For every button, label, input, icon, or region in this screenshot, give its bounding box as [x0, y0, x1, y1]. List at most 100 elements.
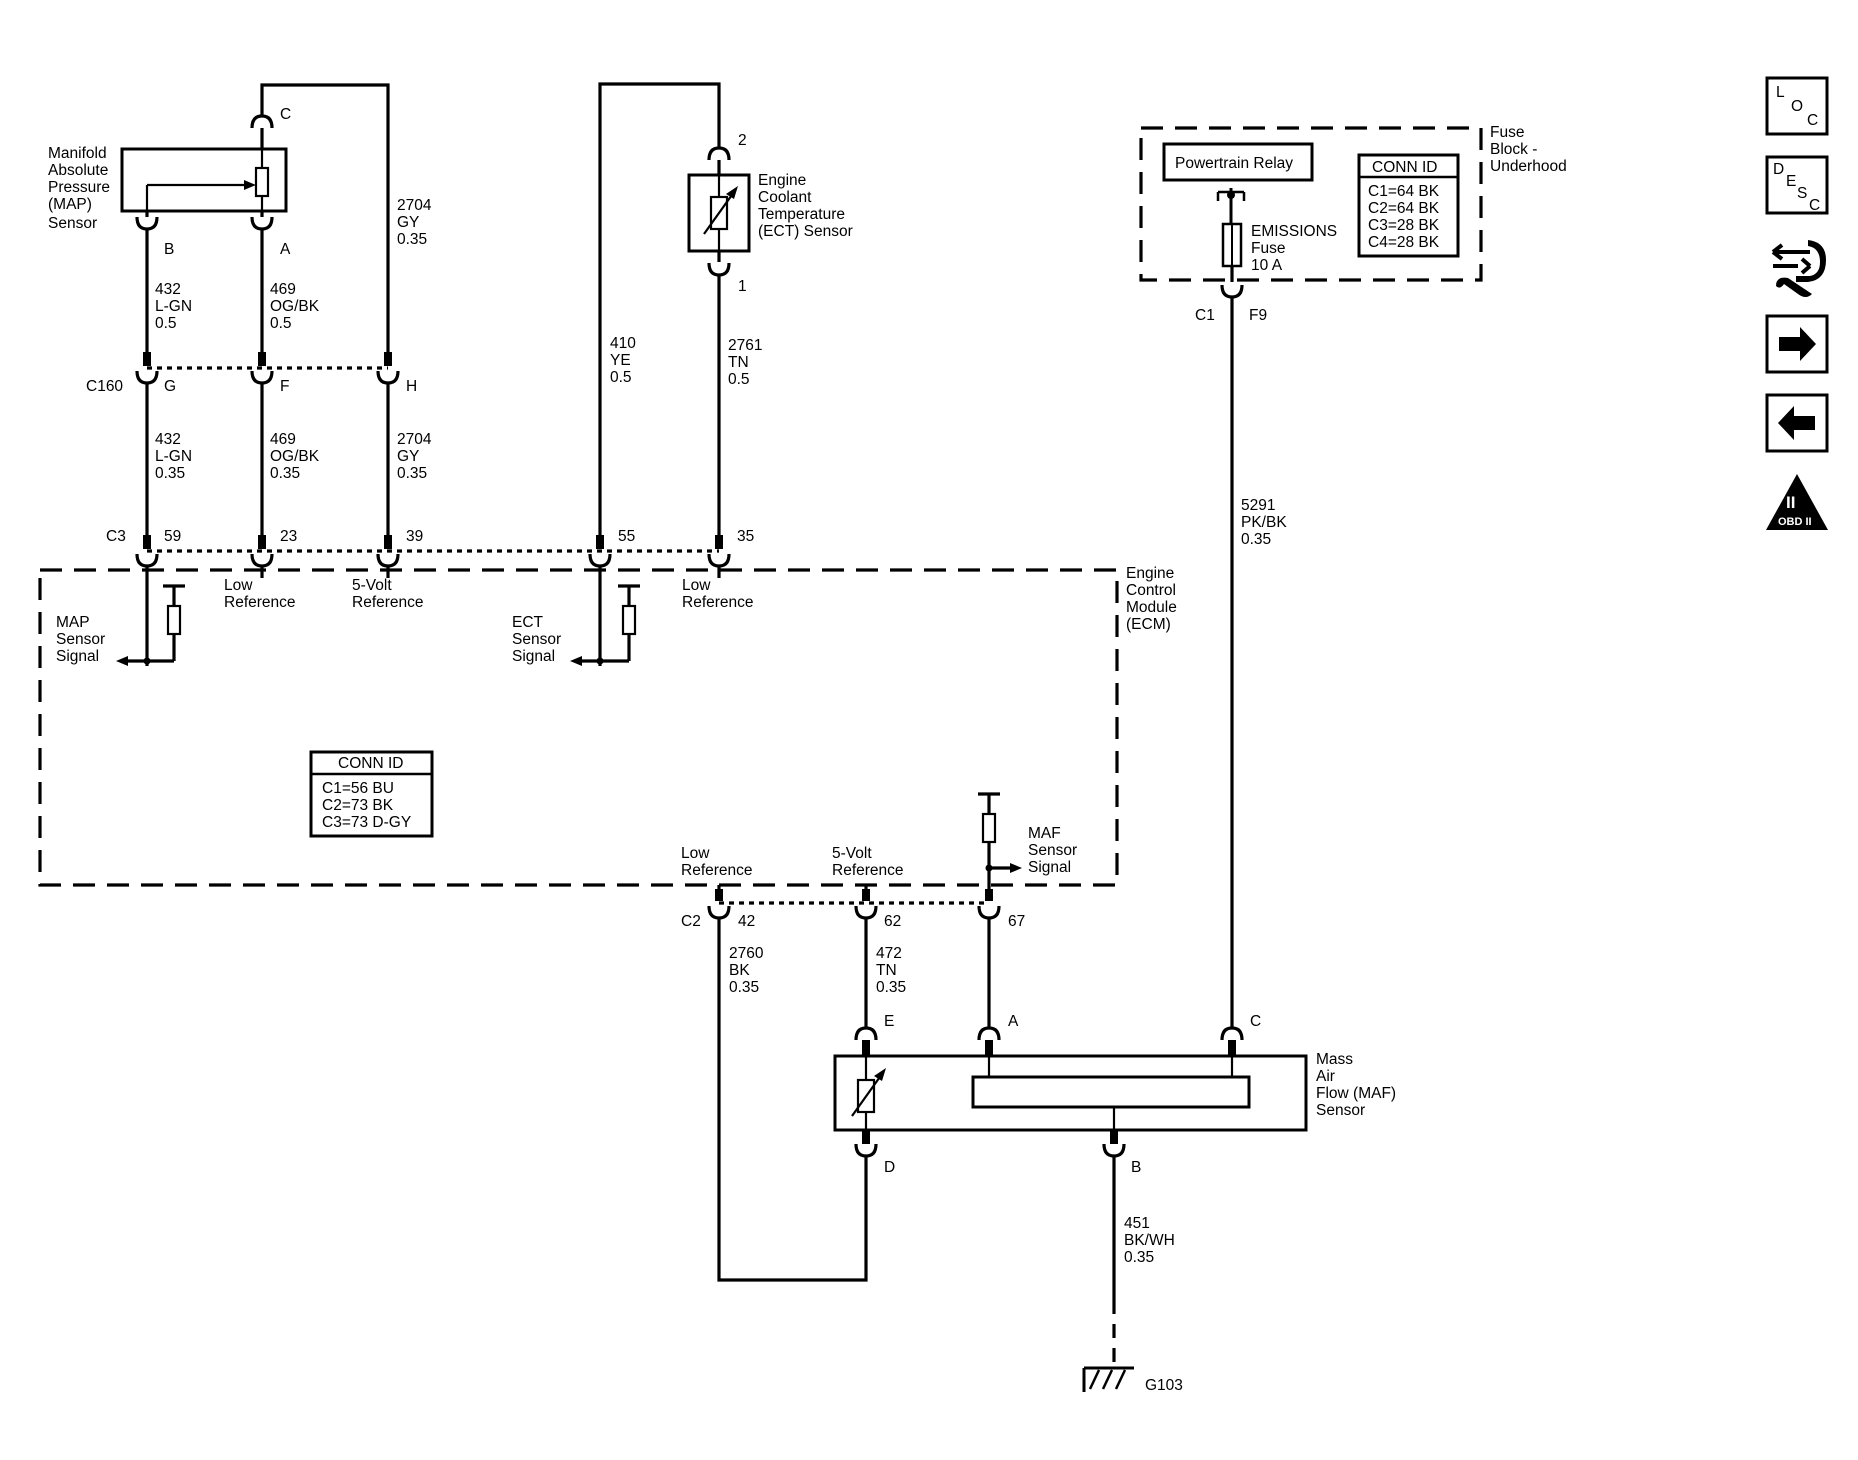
wire-label: BK: [729, 962, 750, 979]
wire-label: 2760: [729, 945, 764, 962]
conn-id-line: C3=73 D-GY: [322, 814, 411, 831]
pin-label: F9: [1249, 307, 1267, 324]
ect-sensor-label: Coolant: [758, 189, 812, 206]
wire-label: 0.35: [270, 465, 300, 482]
fuse-conn-id-table: [1357, 153, 1460, 258]
obd-ii-icon[interactable]: II OBD II: [1766, 474, 1828, 530]
fuse-label: EMISSIONS: [1251, 223, 1337, 240]
ground-g103: 451 BK/WH 0.35 G103: [1082, 1156, 1183, 1394]
maf-sensor-label: Mass: [1316, 1051, 1353, 1068]
map-sensor-label: (MAP): [48, 196, 92, 213]
pin-label: 35: [737, 528, 754, 545]
connector-map-b: [135, 216, 159, 231]
fuse-block-boundary: [1139, 126, 1483, 282]
ground-label: G103: [1145, 1377, 1183, 1394]
map-signal-label: Signal: [56, 648, 99, 665]
connector-map-a: [250, 216, 274, 231]
fuse-block: Fuse Block - Underhood Powertrain Relay …: [1139, 124, 1567, 282]
ecm-module: Engine Control Module (ECM) MAP Sensor S…: [38, 565, 1177, 888]
wire-label: 0.35: [1124, 1249, 1154, 1266]
ecm-label: Control: [1126, 582, 1176, 599]
ecm-boundary: [38, 568, 1119, 887]
low-ref-label: Low: [681, 845, 710, 862]
wire-label: OG/BK: [270, 298, 320, 315]
conn-id-line: C2=64 BK: [1368, 200, 1440, 217]
wire-label: PK/BK: [1241, 514, 1287, 531]
wire-label: 0.5: [270, 315, 292, 332]
conn-id-line: C3=28 BK: [1368, 217, 1440, 234]
ect-sensor-label: Engine: [758, 172, 806, 189]
low-ref-label: Low: [224, 577, 253, 594]
ecm-label: Engine: [1126, 565, 1174, 582]
map-sensor-label: Manifold: [48, 145, 107, 162]
svg-text:E: E: [1786, 173, 1796, 190]
connector-c2: C2 42 62 67: [681, 885, 1025, 930]
next-arrow-icon[interactable]: [1765, 314, 1829, 374]
map-wires: [145, 83, 390, 666]
map-wire-labels: 432 L-GN 0.5 469 OG/BK 0.5 2704 GY 0.35 …: [155, 197, 432, 482]
map-signal-label: Sensor: [56, 631, 105, 648]
low-ref-label: Reference: [682, 594, 754, 611]
pin-label: 39: [406, 528, 423, 545]
conn-id-title: CONN ID: [338, 755, 403, 772]
svg-text:D: D: [1773, 161, 1784, 178]
wire-410: [598, 82, 721, 548]
pin-label: 2: [738, 132, 747, 149]
wire-label: OG/BK: [270, 448, 320, 465]
pin-label: 42: [738, 913, 755, 930]
ect-signal-label: Sensor: [512, 631, 561, 648]
maf-signal-label: Sensor: [1028, 842, 1077, 859]
pin-label: 62: [884, 913, 901, 930]
conn-id-line: C1=64 BK: [1368, 183, 1440, 200]
powertrain-relay-box: [1162, 142, 1314, 182]
svg-text:II: II: [1786, 493, 1795, 512]
connector-c3: C3 59 23 39 55 35: [106, 528, 754, 568]
wire-label: 5291: [1241, 497, 1275, 514]
low-ref-label: Low: [682, 577, 711, 594]
wire-label: 0.5: [610, 369, 632, 386]
wire-label: L-GN: [155, 298, 192, 315]
fuse-label: Fuse: [1251, 240, 1285, 257]
back-arrow-icon[interactable]: [1765, 393, 1829, 453]
low-ref-label: Reference: [681, 862, 753, 879]
connector-id: C2: [681, 913, 701, 930]
fuse-block-label: Block -: [1490, 141, 1537, 158]
wire-label: 469: [270, 281, 296, 298]
svg-text:S: S: [1797, 185, 1807, 202]
wire-label: BK/WH: [1124, 1232, 1175, 1249]
svg-text:L: L: [1776, 84, 1785, 101]
desc-icon[interactable]: D E S C: [1765, 155, 1829, 215]
nav-icons: L O C D E S C II OBD II: [1765, 76, 1829, 530]
maf-sensor-label: Flow (MAF): [1316, 1085, 1396, 1102]
five-volt-ref-label: 5-Volt: [352, 577, 392, 594]
connector-repair-icon[interactable]: [1771, 240, 1826, 297]
wire-label: 2704: [397, 197, 432, 214]
pin-label: 55: [618, 528, 635, 545]
wire-label: 2761: [728, 337, 762, 354]
ect-sensor-label: (ECT) Sensor: [758, 223, 853, 240]
wire-label: 0.35: [876, 979, 906, 996]
map-sensor-label: Sensor: [48, 215, 97, 232]
connector-map-c: [250, 114, 274, 129]
connector-id: C1: [1195, 307, 1215, 324]
pin-label: G: [164, 378, 176, 395]
wire-label: TN: [876, 962, 897, 979]
connector-id: C3: [106, 528, 126, 545]
pin-label: B: [164, 241, 174, 258]
loc-icon[interactable]: L O C: [1765, 76, 1829, 136]
pin-label: A: [280, 241, 291, 258]
map-sensor-label: Absolute: [48, 162, 108, 179]
maf-sensor-element: [971, 1075, 1251, 1109]
wire-label: YE: [610, 352, 631, 369]
wire-label: 0.5: [155, 315, 177, 332]
conn-id-line: C4=28 BK: [1368, 234, 1440, 251]
map-sensor-element: [254, 166, 270, 198]
ect-wires: 2 1 410 YE 0.5 2761 TN 0.5: [598, 82, 762, 666]
wire-label: 2704: [397, 431, 432, 448]
ecm-conn-id-table: [309, 750, 434, 838]
five-volt-ref-label: 5-Volt: [832, 845, 872, 862]
pin-label: B: [1131, 1159, 1141, 1176]
svg-text:OBD II: OBD II: [1778, 516, 1812, 528]
maf-signal-label: Signal: [1028, 859, 1071, 876]
fuse-block-label: Fuse: [1490, 124, 1524, 141]
